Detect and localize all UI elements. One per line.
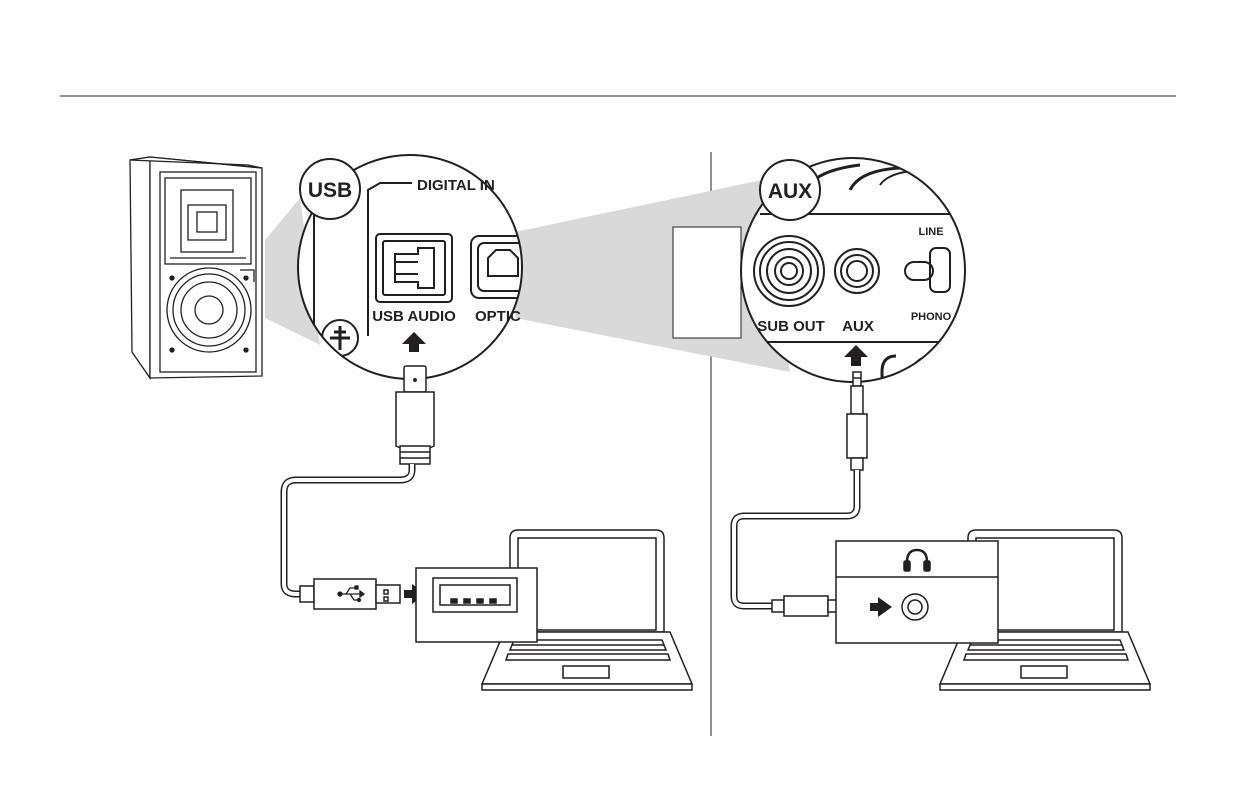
speaker-illustration xyxy=(130,157,262,378)
line-label: LINE xyxy=(918,226,943,238)
aux-port-label: AUX xyxy=(842,318,874,335)
usb-badge-text: USB xyxy=(308,179,352,202)
optical-label: OPTIC xyxy=(475,308,521,325)
digital-in-label: DIGITAL IN xyxy=(417,177,495,194)
usb-badge: USB xyxy=(300,159,360,219)
usb-audio-label: USB AUDIO xyxy=(372,308,456,325)
aux-badge: AUX xyxy=(760,160,820,220)
blank-label-box xyxy=(673,227,741,338)
usb-cable xyxy=(284,366,434,609)
laptop-headphone-inset xyxy=(836,541,998,643)
phono-label: PHONO xyxy=(911,311,952,323)
laptop-usb-port-inset xyxy=(416,568,537,642)
sub-out-label: SUB OUT xyxy=(757,318,825,335)
aux-badge-text: AUX xyxy=(768,180,812,203)
